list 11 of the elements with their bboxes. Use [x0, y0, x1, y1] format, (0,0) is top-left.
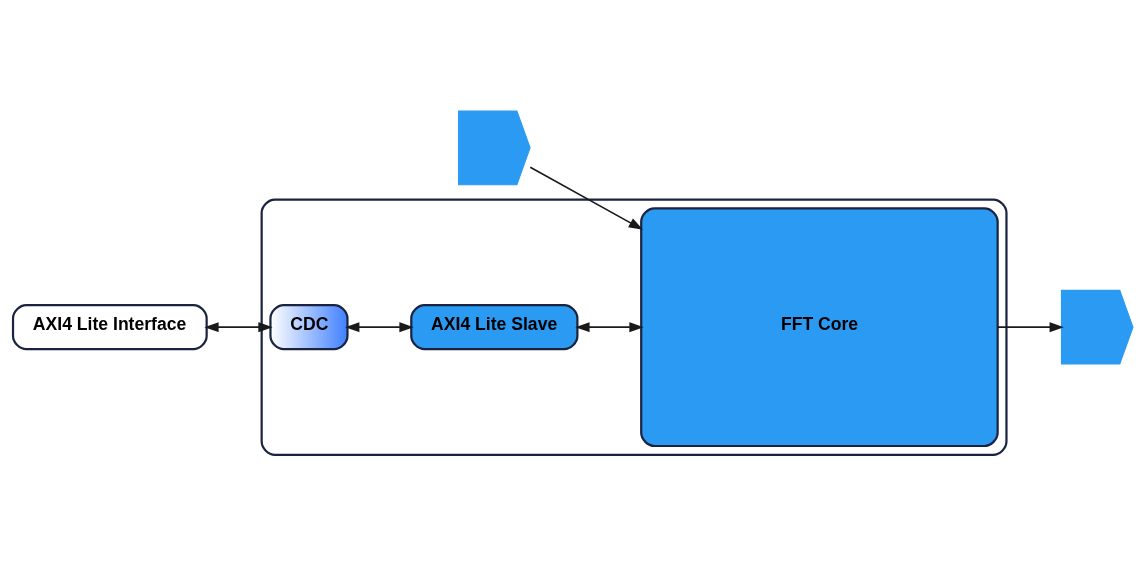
arrow [529, 165, 644, 230]
node-chevron [1060, 289, 1134, 365]
node-chevron [458, 109, 531, 185]
node-box: CDC [269, 303, 349, 350]
node-box: AXI4 Lite Slave [410, 303, 579, 350]
node-box: FFT Core [640, 206, 999, 447]
node-box: AXI4 Lite Interface [11, 303, 208, 350]
arrow [996, 321, 1064, 332]
arrow [575, 321, 644, 332]
arrow [204, 321, 273, 332]
arrow [345, 321, 414, 332]
